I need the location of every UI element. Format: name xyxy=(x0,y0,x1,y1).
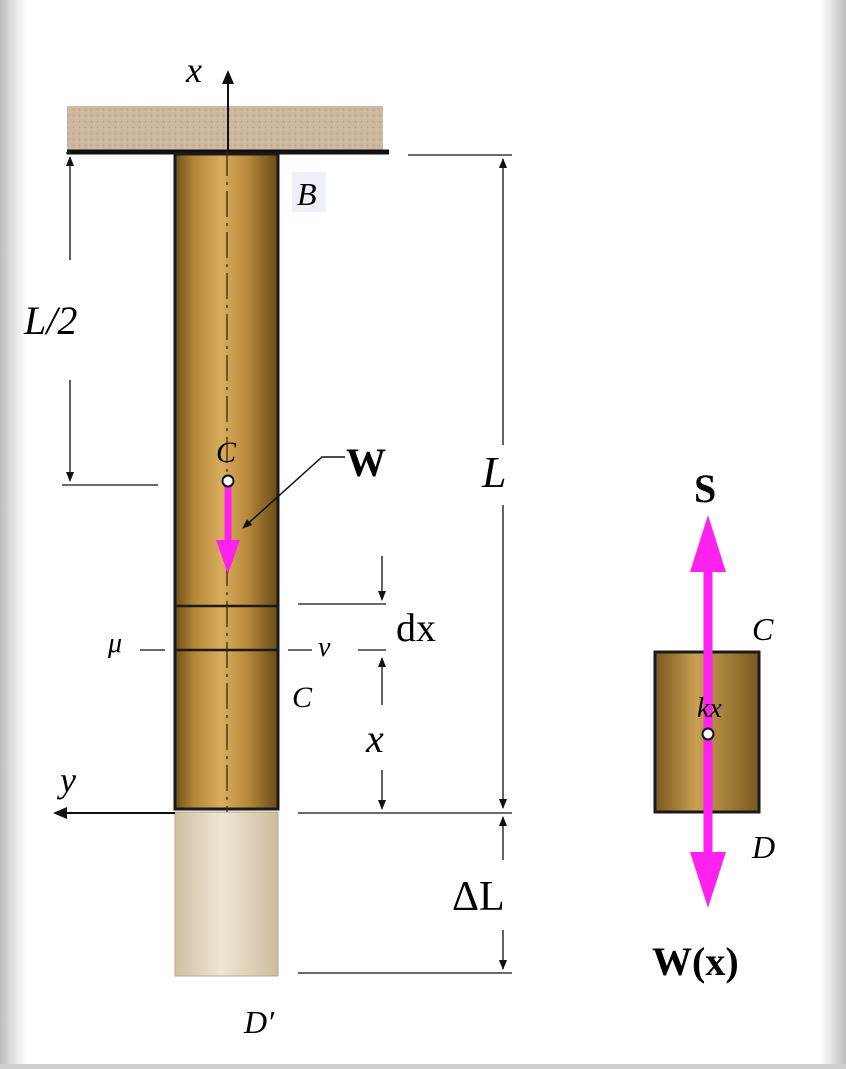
nu-label: ν xyxy=(318,632,331,663)
fbd-d-label: D xyxy=(751,829,775,865)
fbd-c-label: C xyxy=(752,611,774,647)
delta-l-label: ΔL xyxy=(452,874,505,920)
weight-label: W xyxy=(346,440,386,485)
mu-label: μ xyxy=(107,628,122,659)
fbd-center-point xyxy=(701,727,715,741)
centroid-point xyxy=(221,474,235,488)
weight-leader-line xyxy=(242,456,345,529)
dx-label: dx xyxy=(396,605,436,650)
length-label: L xyxy=(481,448,506,497)
section-c-label: C xyxy=(292,681,313,714)
half-length-label: L/2 xyxy=(23,298,77,343)
x-dim-label: x xyxy=(365,716,384,761)
fbd-w-arrow-head xyxy=(690,852,726,908)
fbd-s-arrow-head xyxy=(690,515,726,572)
weight-force-arrow-head xyxy=(216,540,240,574)
x-axis-label: x xyxy=(185,50,202,90)
point-b-label: B xyxy=(297,176,317,212)
fbd-s-label: S xyxy=(694,466,716,511)
y-axis-label: y xyxy=(57,760,76,800)
fbd-kx-label: kx xyxy=(697,693,722,724)
fbd-wx-label: W(x) xyxy=(652,939,739,984)
b-label-bg xyxy=(292,172,326,212)
centroid-label: C xyxy=(216,436,237,469)
bar-extension xyxy=(174,811,279,977)
point-d-prime-label: D′ xyxy=(243,1004,275,1040)
ceiling-support xyxy=(67,106,383,150)
